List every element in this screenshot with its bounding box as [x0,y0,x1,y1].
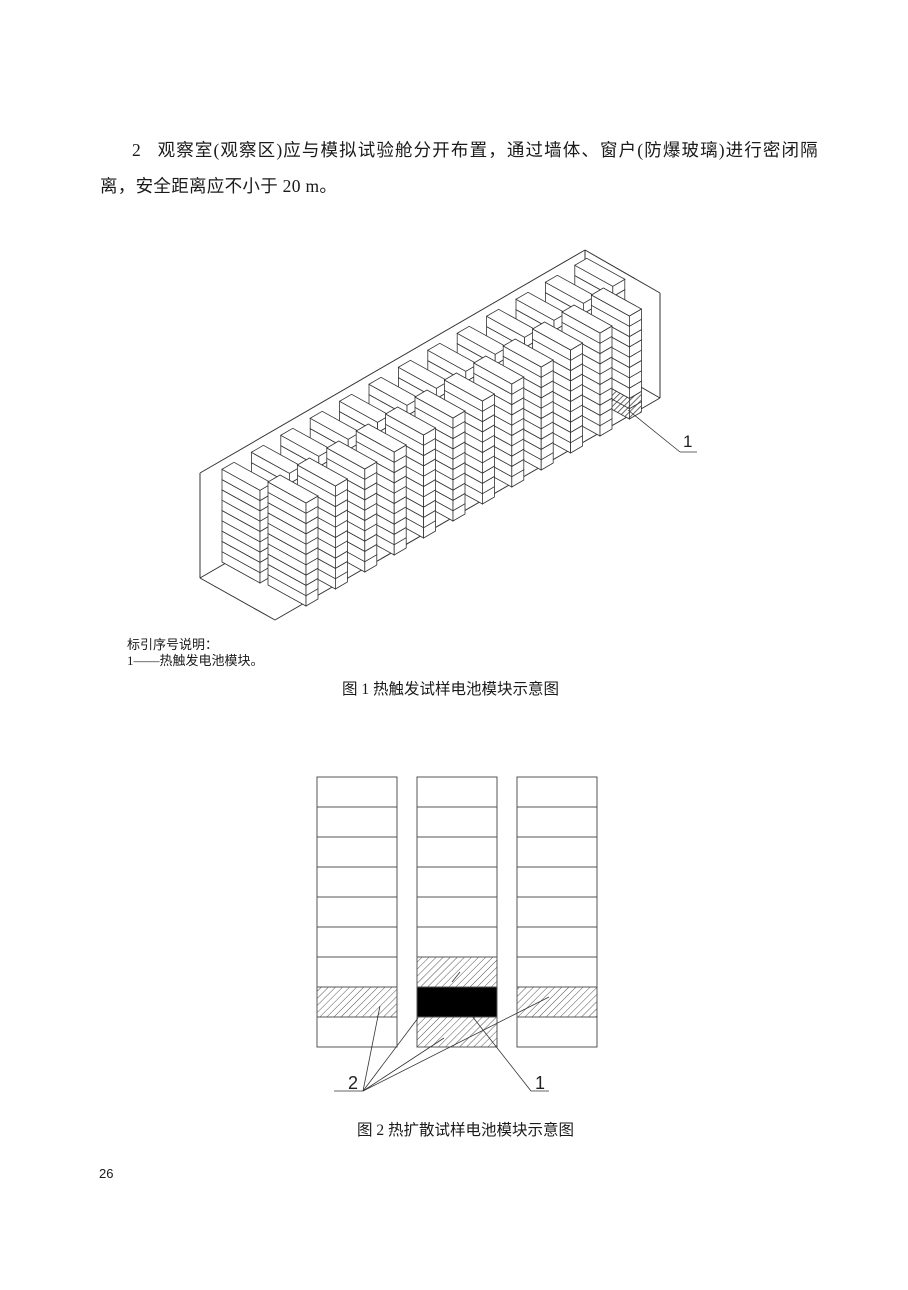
figure-1-caption: 图 1 热触发试样电池模块示意图 [342,681,560,698]
figure-2-diagram: 2 1 [316,776,598,1093]
module-cell [316,836,398,868]
module-cell [416,926,498,958]
module-cell [516,776,598,808]
module-cell [316,1016,398,1048]
module-cell [316,956,398,988]
figure-1-isometric-drawing: 1 [199,249,697,621]
module-cell [316,896,398,928]
module-cell [416,806,498,838]
legend-title: 标引序号说明： [127,637,219,652]
adjacent-module-cell [416,1016,498,1048]
module-cell [316,866,398,898]
module-cell [316,776,398,808]
callouts [334,971,550,1092]
adjacent-module-cell [416,956,498,988]
module-cell [416,836,498,868]
module-cell [516,956,598,988]
battery-stacks [221,257,643,607]
adjacent-module-cell [316,986,398,1018]
module-cell [416,866,498,898]
module-cell [516,866,598,898]
module-cell [516,896,598,928]
paragraph-number: 2 [132,140,142,160]
adjacent-module-cell [516,986,598,1018]
module-cell [516,836,598,868]
callout-label-2: 2 [348,1073,358,1093]
body-paragraph: 2 观察室(观察区)应与模拟试验舱分开布置，通过墙体、窗户(防爆玻璃)进行密闭隔… [100,132,818,204]
paragraph-text: 观察室(观察区)应与模拟试验舱分开布置，通过墙体、窗户(防爆玻璃)进行密闭隔离，… [100,140,818,196]
callout-label-1: 1 [535,1073,545,1093]
trigger-module-cell [416,986,498,1018]
module-cell [416,776,498,808]
legend-item: 1——热触发电池模块。 [127,653,264,668]
module-cell [316,806,398,838]
page-number: 26 [99,1166,114,1181]
callout-1: 1 [627,409,697,453]
module-cell [516,1016,598,1048]
module-cell [316,926,398,958]
figure-2-caption: 图 2 热扩散试样电池模块示意图 [357,1122,575,1139]
battery-stack [221,461,273,584]
callout-label: 1 [683,432,692,451]
module-cell [516,926,598,958]
figure-1-legend: 标引序号说明： 1——热触发电池模块。 [127,637,264,669]
battery-stack [267,474,319,607]
module-cell [416,896,498,928]
module-cell [516,806,598,838]
module-columns [316,776,598,1048]
